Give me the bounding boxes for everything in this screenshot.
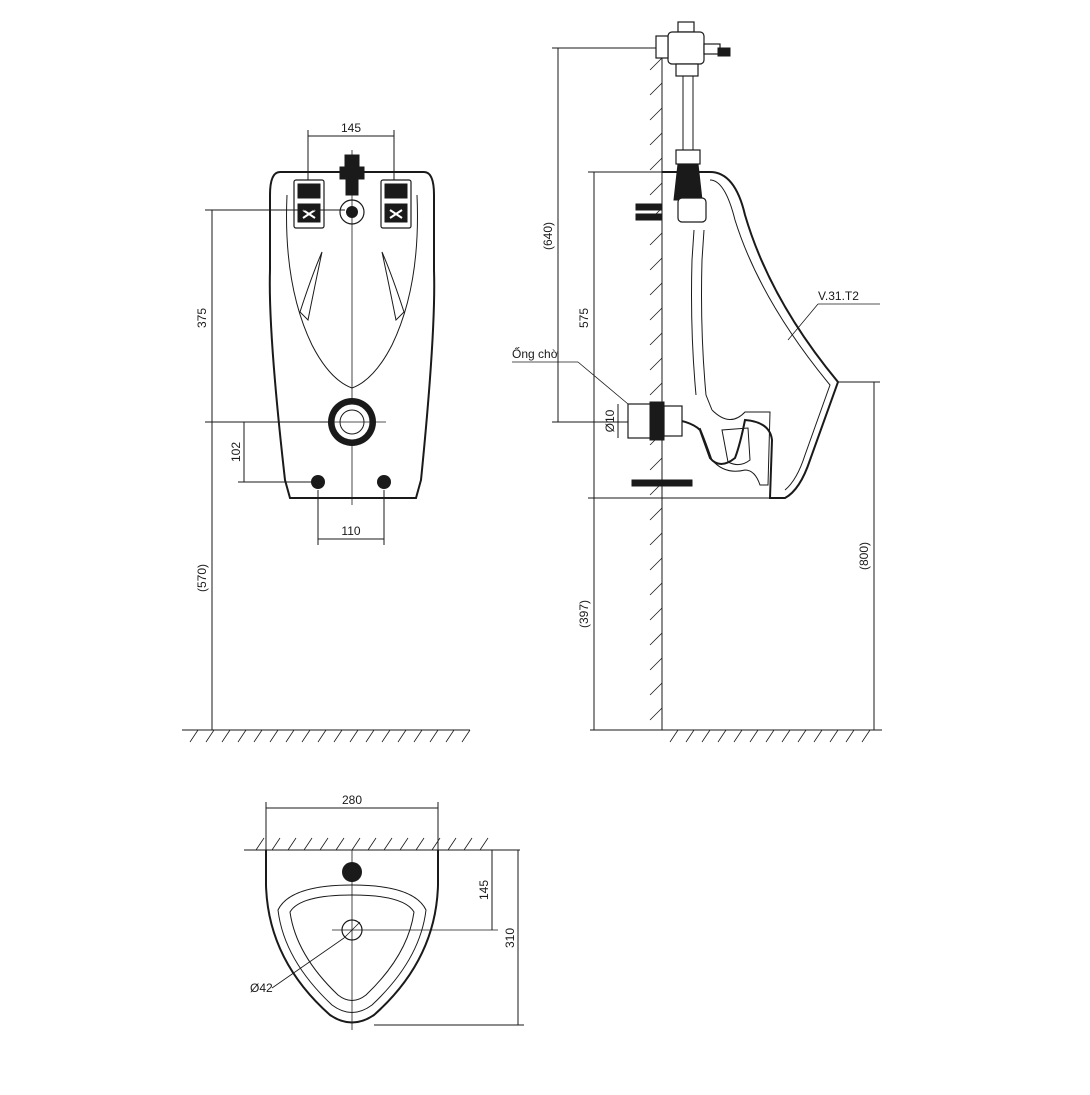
front-body-outline <box>268 171 436 499</box>
dim-top-280: 280 <box>342 793 362 807</box>
side-trap-inner <box>721 427 751 466</box>
dim-front-375: 375 <box>195 308 209 328</box>
front-bolt-left <box>311 475 325 489</box>
front-outlet <box>318 398 386 446</box>
side-floor-hatch <box>669 729 871 743</box>
label-ong-cho: Ống chờ <box>512 346 559 361</box>
dim-top-phi42: Ø42 <box>250 981 273 995</box>
dim-side-phi10: Ø10 <box>603 409 617 432</box>
dim-side-397: (397) <box>577 600 591 628</box>
side-bottom-bolt <box>631 479 693 487</box>
dim-side-800: (800) <box>857 542 871 570</box>
dim-side-575: 575 <box>577 308 591 328</box>
side-body-inner <box>709 179 831 491</box>
front-view: 145 375 (570) 102 110 <box>182 121 471 743</box>
side-outlet-connector <box>627 401 683 441</box>
dim-front-102: 102 <box>229 442 243 462</box>
front-left-bracket <box>293 179 325 229</box>
front-floor-hatch <box>189 729 471 743</box>
front-left-slot <box>299 251 323 322</box>
side-bracket-bolt <box>635 197 707 223</box>
front-right-bracket <box>380 179 412 229</box>
dim-top-310: 310 <box>503 928 517 948</box>
side-back-inner-2 <box>691 229 697 396</box>
top-view: 280 145 310 Ø42 <box>244 793 524 1030</box>
dim-top-145: 145 <box>477 880 491 900</box>
dim-front-570: (570) <box>195 564 209 592</box>
side-wall-hatch <box>649 57 663 721</box>
top-bowl-inner <box>289 894 415 1001</box>
dim-front-110: 110 <box>341 524 360 538</box>
front-bolt-right <box>377 475 391 489</box>
side-view: (640) 575 Ø10 (397) (800) Ống chờ V.31.T… <box>512 21 882 743</box>
label-model: V.31.T2 <box>818 289 859 303</box>
top-wall-hatch <box>255 837 489 851</box>
front-right-slot <box>381 251 405 322</box>
side-trap <box>699 409 771 486</box>
dim-front-145: 145 <box>341 121 361 135</box>
top-bowl-outer <box>277 884 427 1013</box>
dim-side-640: (640) <box>541 222 555 250</box>
side-back-inner <box>701 229 713 411</box>
